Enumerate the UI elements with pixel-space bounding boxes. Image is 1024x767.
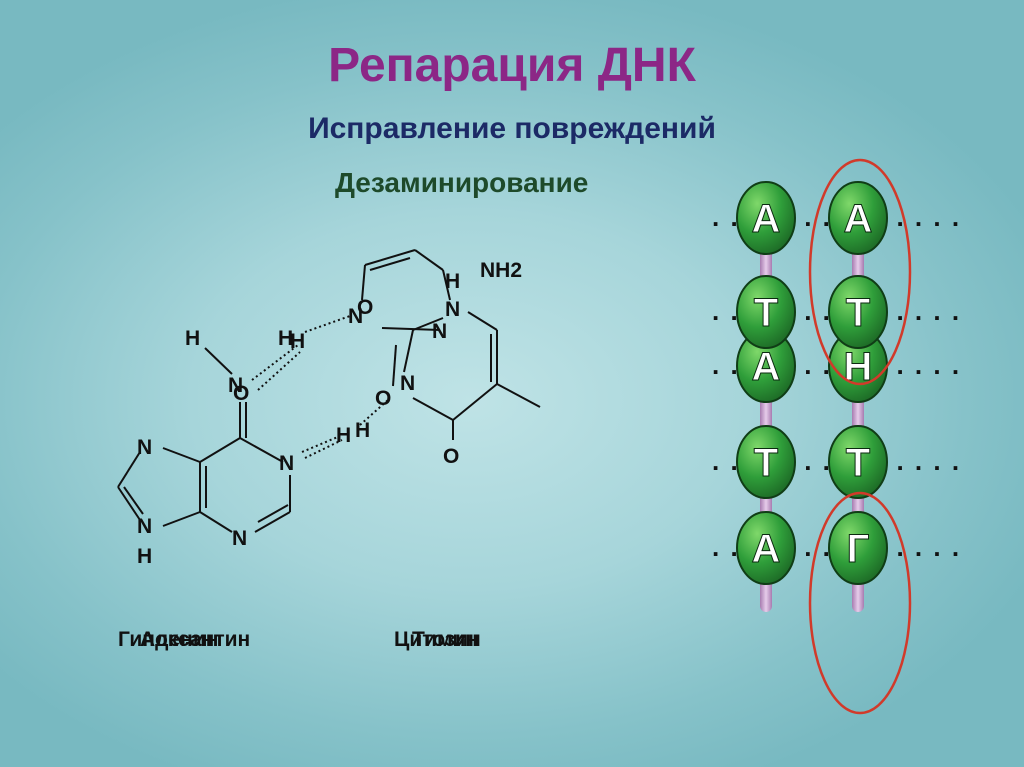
atom-h-top: H [445, 270, 460, 293]
atom-n-center: N [400, 372, 415, 395]
base-letter: А [844, 197, 873, 241]
base-bead-shape [828, 425, 888, 499]
base-bead: А [828, 181, 888, 255]
atom-o-hidden: O [357, 296, 373, 319]
atom-labels: N O H H H N N N H N H NH2 N O N N N O H … [137, 259, 522, 568]
base-letter: А [752, 197, 781, 241]
base-bead-shape [828, 511, 888, 585]
base-bead-shape [828, 275, 888, 349]
hydrogen-bonds [251, 315, 389, 459]
base-letter: Т [754, 291, 778, 335]
slide-subsubtitle: Дезаминирование [335, 167, 589, 198]
atom-h-right: H [278, 327, 293, 350]
atom-n-left: N [348, 305, 363, 328]
atom-nh2: NH2 [480, 259, 522, 282]
molecule-bonds [117, 249, 541, 533]
atom-o-left: O [375, 387, 391, 410]
base-bead: А [736, 511, 796, 585]
atom-n-top-right: N [445, 298, 460, 321]
slide-subtitle: Исправление повреждений [308, 112, 716, 145]
atom-n-ring-right: N [279, 452, 294, 475]
base-letter: Г [847, 527, 870, 571]
caption-adenine: Аденин [140, 628, 219, 651]
base-letter: А [752, 345, 781, 389]
atom-n-imid-bottom: N [137, 515, 152, 538]
base-bead: Т [828, 425, 888, 499]
caption-hypoxanthine: Гипоксантин [118, 628, 251, 651]
slide-title: Репарация ДНК [328, 39, 696, 92]
atom-h-bottom-2: H [355, 419, 370, 442]
highlight-circle-top [808, 158, 912, 386]
atom-n-top: N [228, 374, 243, 397]
base-bead-shape [736, 511, 796, 585]
atom-o-top: O [233, 382, 249, 405]
base-letter: Т [754, 441, 778, 485]
base-letter: Т [846, 291, 870, 335]
atom-h-right-2: H [290, 330, 305, 353]
atom-o-bottom: O [443, 445, 459, 468]
base-letter: Т [846, 441, 870, 485]
base-bead: А [736, 181, 796, 255]
base-bead-shape [736, 425, 796, 499]
atom-n-ring-bottom: N [232, 527, 247, 550]
base-bead: Т [828, 275, 888, 349]
base-bead-shape [736, 181, 796, 255]
atom-h-bottom: H [336, 424, 351, 447]
base-bead: Т [736, 425, 796, 499]
caption-thymine: Тимин [412, 628, 479, 651]
base-letter: А [752, 527, 781, 571]
base-bead-shape [828, 181, 888, 255]
atom-n-mid: N [432, 320, 447, 343]
highlight-circle-bottom [808, 491, 912, 715]
caption-cytosine: Цитозин [394, 628, 481, 651]
base-bead: Г [828, 511, 888, 585]
base-bead: Т [736, 275, 796, 349]
atom-h-imid: H [137, 545, 152, 568]
base-bead-shape [736, 275, 796, 349]
atom-n-imid-top: N [137, 436, 152, 459]
atom-h-left: H [185, 327, 200, 350]
